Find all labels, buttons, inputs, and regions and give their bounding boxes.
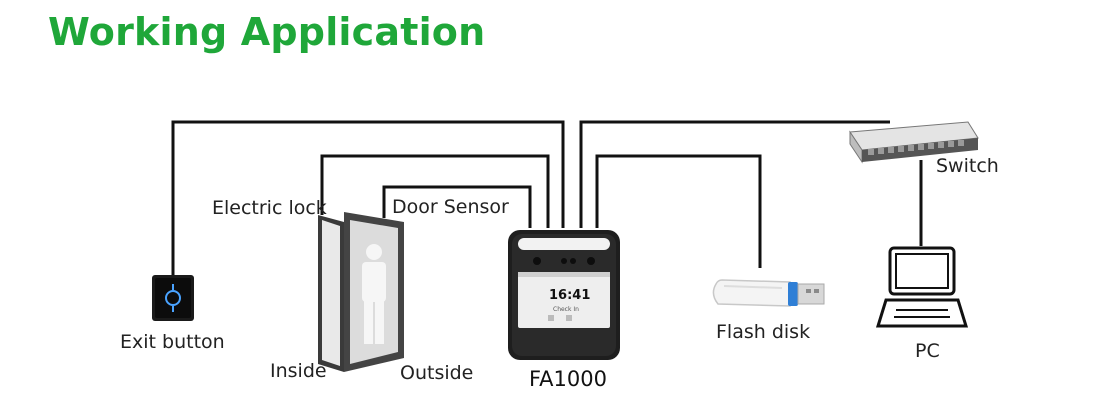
label-exit-button: Exit button bbox=[120, 331, 225, 353]
device-screen-time: 16:41 bbox=[549, 288, 591, 303]
label-door-sensor: Door Sensor bbox=[392, 196, 509, 218]
label-device: FA1000 bbox=[529, 367, 607, 391]
wire-door-sensor bbox=[382, 185, 532, 228]
label-outside: Outside bbox=[400, 362, 474, 384]
wires bbox=[171, 120, 923, 275]
fa1000-device-icon bbox=[508, 230, 620, 360]
wire-exit-button bbox=[171, 120, 565, 275]
label-flash-disk: Flash disk bbox=[716, 321, 811, 343]
wire-electric-lock bbox=[320, 154, 550, 228]
device-screen-status: Check In bbox=[553, 306, 579, 313]
label-switch: Switch bbox=[936, 155, 999, 177]
page-title: Working Application bbox=[48, 10, 486, 54]
person-icon bbox=[362, 244, 386, 344]
label-pc: PC bbox=[915, 340, 940, 362]
wire-flash-disk bbox=[595, 154, 762, 268]
label-electric-lock: Electric lock bbox=[212, 197, 327, 219]
exit-button-icon bbox=[152, 275, 194, 321]
label-inside: Inside bbox=[270, 360, 327, 382]
wire-switch bbox=[579, 120, 890, 228]
switch-icon bbox=[849, 121, 979, 164]
pc-icon bbox=[875, 246, 969, 328]
door-icon bbox=[318, 212, 404, 372]
flash-disk-icon bbox=[712, 279, 825, 307]
